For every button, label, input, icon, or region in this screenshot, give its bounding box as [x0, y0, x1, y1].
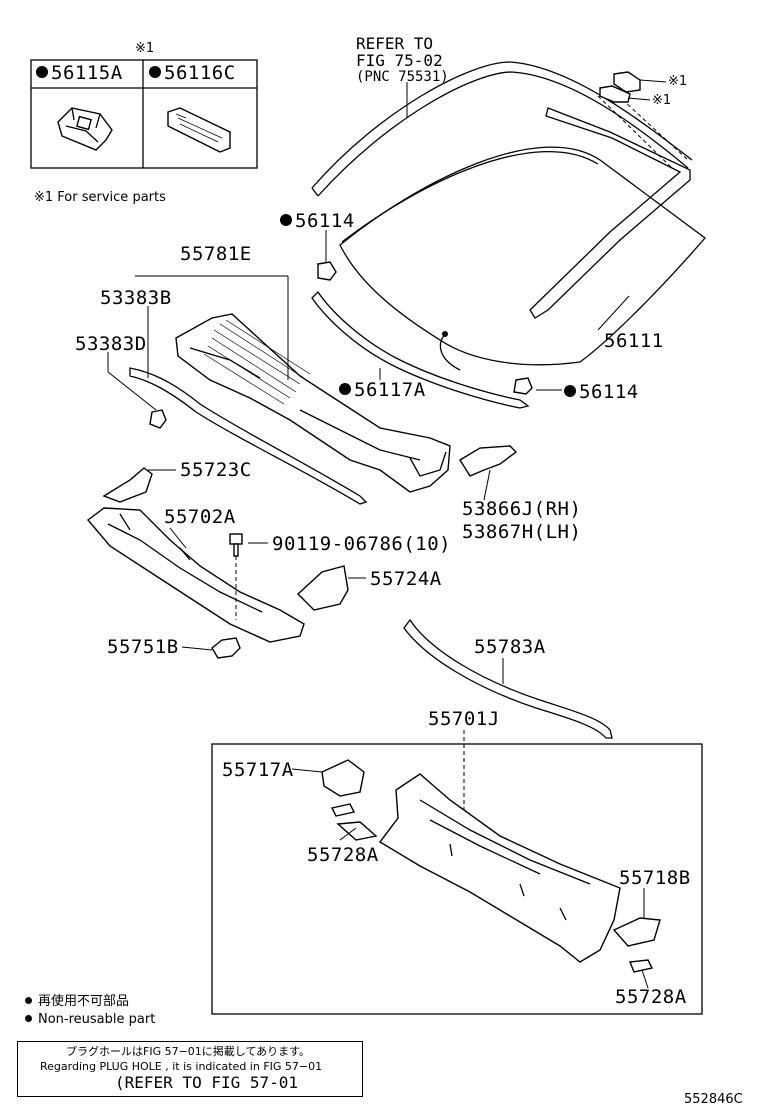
windshield-ref-line3: (PNC 75531)	[356, 69, 449, 85]
footer-en: Regarding PLUG HOLE , it is indicated in…	[40, 1060, 323, 1073]
part-label-56114-lower: 56114	[564, 383, 639, 402]
part-label-55702a: 55702A	[164, 506, 236, 528]
windshield-glass-drawing	[339, 146, 706, 366]
diagram-id: 552846C	[684, 1092, 743, 1107]
part-label-55723c: 55723C	[180, 459, 252, 481]
service-mark-top: ※1	[135, 41, 155, 56]
part-label-56116c: 56116C	[149, 64, 236, 83]
cowl-panel-inner-drawing	[378, 773, 621, 963]
part-label-56115a: 56115A	[36, 64, 123, 83]
non-reusable-dot-icon	[280, 214, 292, 226]
cowl-louver-drawing	[175, 313, 451, 493]
non-reusable-dot-icon	[564, 385, 576, 397]
part-label-56111: 56111	[604, 330, 664, 352]
legend-en: Non-reusable part	[25, 1013, 155, 1026]
windshield-ref-line2: FIG 75-02	[356, 51, 443, 70]
footer-jp: プラグホールはFIG 57−01に掲載してあります。	[66, 1045, 311, 1058]
non-reusable-dot-icon	[339, 383, 351, 395]
part-label-55701j: 55701J	[428, 708, 500, 730]
service-parts-box	[30, 59, 258, 169]
part-label-55783a: 55783A	[474, 636, 546, 658]
windshield-ref-line1: REFER TO	[356, 34, 434, 53]
service-note: ※1 For service parts	[34, 190, 166, 205]
part-label-53867h: 53867H(LH)	[462, 521, 582, 543]
part-label-55728a-left: 55728A	[307, 844, 379, 866]
non-reusable-dot-icon	[25, 1015, 32, 1022]
part-label-55728a-right: 55728A	[615, 986, 687, 1008]
cowl-assembly-box	[211, 743, 703, 1015]
part-label-55724a: 55724A	[370, 568, 442, 590]
molding-upper-drawing	[311, 61, 693, 197]
part-label-56114-upper: 56114	[280, 212, 355, 231]
non-reusable-dot-icon	[25, 997, 32, 1004]
part-label-55751b: 55751B	[107, 636, 179, 658]
part-label-90119-06786: 90119-06786(10)	[272, 533, 452, 555]
part-label-53383b: 53383B	[100, 287, 172, 309]
cowl-panel-outer-drawing	[86, 507, 305, 643]
service-mark-clip2: ※1	[652, 93, 672, 108]
clip-56116c-drawing	[167, 107, 231, 153]
service-mark-clip1: ※1	[668, 74, 688, 89]
part-label-55781e: 55781E	[180, 243, 252, 265]
part-label-53866j: 53866J(RH)	[462, 498, 582, 520]
footer-ref: (REFER TO FIG 57-01	[115, 1073, 299, 1092]
part-label-55718b: 55718B	[619, 867, 691, 889]
part-label-56117a: 56117A	[339, 381, 426, 400]
non-reusable-dot-icon	[149, 66, 161, 78]
legend-jp: 再使用不可部品	[25, 995, 129, 1008]
footer-note-box	[17, 1041, 363, 1097]
non-reusable-dot-icon	[36, 66, 48, 78]
molding-side-drawing	[529, 107, 691, 319]
part-label-55717a: 55717A	[222, 759, 294, 781]
clip-56115a-drawing	[57, 107, 113, 151]
part-label-53383d: 53383D	[75, 333, 147, 355]
